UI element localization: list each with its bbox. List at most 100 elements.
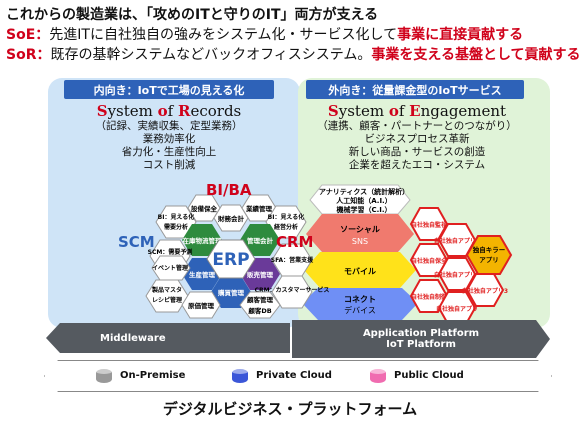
soe-bands: アナリティクス（統計解析） 人工知能（A.I.） 機械学習（C.I.） ソーシャ… [302, 184, 418, 320]
svg-text:財務会計: 財務会計 [217, 214, 245, 223]
svg-text:自社独自アプリ1: 自社独自アプリ1 [434, 237, 480, 245]
outward-tag: 外向き：従量課金型のIoTサービス [306, 80, 524, 99]
sor-line: コスト削減 [142, 159, 196, 171]
sor-line: 省力化・生産性向上 [121, 146, 217, 158]
private-cloud-label: Private Cloud [256, 370, 332, 381]
svg-text:自社独自アプリ: 自社独自アプリ [436, 305, 478, 313]
device-text: デバイス [344, 305, 376, 315]
svg-text:独自キラー: 独自キラー [473, 245, 506, 254]
soe-title: System of Engagement [327, 102, 507, 120]
mobile-text: モバイル [344, 267, 376, 276]
inward-tag: 内向き：IoTで工場の見える化 [64, 80, 274, 99]
ai-text: 人工知能（A.I.） [336, 196, 391, 205]
hex-managerial-accounting [240, 224, 280, 256]
sor-title: System of Records [96, 102, 242, 120]
soe-line: 新しい商品・サービスの創造 [348, 146, 486, 158]
soe-definition: SoE：先進ITに自社独自の強みをシステム化・サービス化して事業に直接貢献する [6, 24, 523, 44]
social-text: ソーシャル [340, 225, 380, 234]
hex-event [151, 255, 191, 281]
infrastructure-layer [44, 360, 552, 392]
svg-text:業績管理: 業績管理 [245, 204, 273, 213]
hex-bi-management [265, 205, 307, 239]
hex-cost [181, 291, 221, 319]
public-cloud-cylinder-icon [370, 369, 386, 383]
svg-text:イベント管理: イベント管理 [152, 264, 188, 272]
private-cloud-cylinder-icon [232, 369, 248, 383]
svg-text:原価管理: 原価管理 [188, 301, 215, 310]
connected-band [302, 288, 418, 320]
scm-label: SCM [118, 233, 155, 251]
svg-text:設備保全: 設備保全 [191, 204, 218, 213]
soe-line: 企業を超えたエコ・システム [348, 159, 486, 171]
svg-text:アプリ: アプリ [479, 255, 499, 264]
svg-text:管理会計: 管理会計 [247, 236, 274, 245]
page-title: これからの製造業は、「攻めのITと守りのIT」両方が支える [6, 7, 379, 23]
svg-text:SCM：需要予測: SCM：需要予測 [148, 248, 193, 256]
hex-killer-app [465, 235, 513, 275]
sor-description: （記録、実績収集、定型業務） 業務効率化 省力化・生産性向上 コスト削減 [64, 120, 274, 172]
social-band [306, 214, 414, 252]
soe-text: 先進ITに自社独自の強みをシステム化・サービス化して [49, 27, 398, 43]
svg-text:生産管理: 生産管理 [189, 270, 216, 279]
on-premise-cylinder-icon [96, 369, 112, 383]
iot-platform-label: IoT Platform [386, 339, 456, 350]
svg-text:需要分析: 需要分析 [164, 223, 188, 231]
sor-text: 既存の基幹システムなどバックオフィスシステム。 [50, 47, 372, 63]
svg-text:自社独自アプリ2: 自社独自アプリ2 [434, 271, 480, 279]
hex-product-master [145, 279, 189, 313]
hex-erp-core [206, 239, 256, 279]
soe-key: SoE： [6, 27, 50, 43]
svg-text:レシピ管理: レシピ管理 [152, 296, 182, 304]
svg-text:顧客管理: 顧客管理 [247, 295, 274, 304]
sor-definition: SoR：既存の基幹システムなどバックオフィスシステム。事業を支える基盤として貢献… [6, 44, 580, 64]
hex-customer-management [239, 291, 281, 319]
bi-ba-label: BI/BA [206, 181, 252, 199]
middleware-label: Middleware [100, 332, 166, 344]
erp-label: ERP [212, 250, 249, 270]
hex-inventory [182, 224, 222, 256]
middleware-layer: Middleware [46, 323, 290, 353]
sor-line: （記録、実績収集、定型業務） [95, 120, 243, 132]
analytics-text: アナリティクス（統計解析） [319, 187, 409, 196]
svg-text:自社独自保全: 自社独自保全 [411, 257, 448, 265]
connect-text: コネクト [344, 294, 376, 304]
svg-text:BI：見える化: BI：見える化 [158, 213, 195, 221]
sor-key: SoR： [6, 47, 51, 63]
scm-hex-group: SCM：需要予測 イベント管理 製品マスタ レシピ管理 原価管理 [145, 239, 221, 319]
ml-text: 機械学習（C.I.） [336, 205, 391, 214]
app-hex-group: 自社独自監視 自社独自アプリ1 自社独自保全 自社独自アプリ2 自社独自制御 自… [409, 207, 513, 325]
svg-text:購買管理: 購買管理 [217, 288, 245, 297]
application-platform-label: Application Platform [362, 328, 480, 339]
soe-line: ビジネスプロセス革新 [364, 133, 470, 145]
platform-footer: デジタルビジネス・プラットフォーム [162, 400, 418, 418]
hex-app-1 [437, 223, 477, 257]
hex-purchasing [211, 276, 251, 308]
svg-text:SFA：営業支援: SFA：営業支援 [271, 256, 314, 264]
sns-text: SNS [352, 237, 368, 246]
svg-text:在庫物流管理: 在庫物流管理 [183, 236, 223, 245]
svg-text:販売管理: 販売管理 [247, 270, 274, 279]
hex-app-control [409, 279, 449, 313]
hex-equipment-maintenance [187, 194, 221, 222]
soe-line: （連携、顧客・パートナーとのつながり） [317, 120, 517, 132]
public-cloud-label: Public Cloud [394, 370, 464, 381]
svg-text:CRM：カスタマーサービス: CRM：カスタマーサービス [255, 286, 330, 294]
svg-text:経営分析: 経営分析 [274, 223, 298, 231]
crm-hex-group: SFA：営業支援 CRM：カスタマーサービス 顧客管理 顧客DB [239, 243, 330, 319]
svg-text:製品マスタ: 製品マスタ [151, 286, 182, 294]
svg-text:自社独自制御: 自社独自制御 [411, 293, 447, 301]
hex-financial-accounting [213, 204, 249, 232]
svg-text:自社独自アプリ3: 自社独自アプリ3 [462, 287, 508, 295]
on-premise-label: On-Premise [120, 370, 186, 381]
mobile-band [304, 252, 416, 288]
sor-highlight: 事業を支える基盤として貢献する [371, 47, 580, 63]
platform-layer: Application Platform IoT Platform [292, 320, 550, 358]
hex-app-maintenance [409, 243, 449, 277]
sor-line: 業務効率化 [142, 133, 196, 145]
bi-hex-group: 設備保全 財務会計 業績管理 BI：見える化 需要分析 BI：見える化 経営分析 [155, 194, 307, 239]
erp-hex-group: 在庫物流管理 管理会計 生産管理 販売管理 購買管理 ERP [182, 224, 280, 308]
hex-cs [271, 275, 313, 309]
svg-text:自社独自監視: 自社独自監視 [411, 221, 447, 229]
svg-text:顧客DB: 顧客DB [248, 306, 271, 315]
